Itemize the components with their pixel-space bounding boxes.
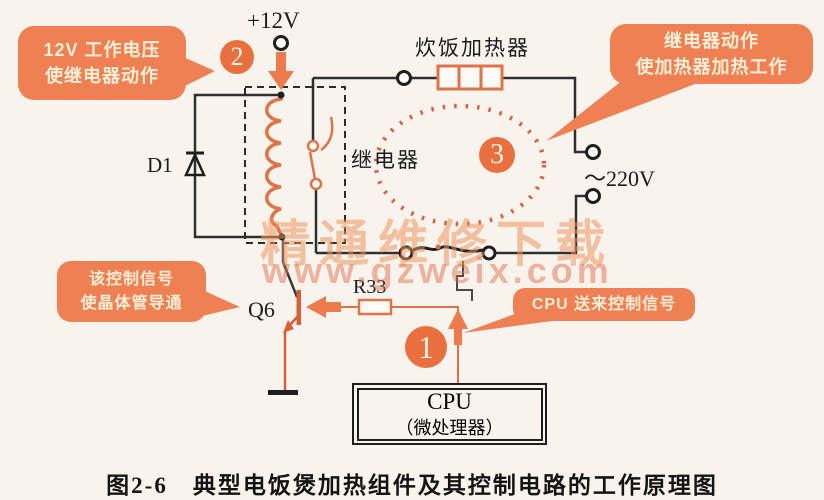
cook-switch-pivot-dot	[435, 244, 441, 250]
switch-actuator-link	[456, 261, 473, 301]
callout-transistor-line1: 该控制信号	[88, 271, 174, 289]
callout-supply-pointer	[181, 56, 215, 88]
callout-supply-line1: 12V 工作电压	[43, 39, 161, 60]
cook-switch-right-contact	[481, 245, 497, 261]
diode-label: D1	[147, 153, 173, 177]
relay-coil-icon	[265, 93, 284, 239]
mains-lower-wire	[495, 194, 586, 255]
transistor-base-bar	[296, 290, 301, 325]
transistor-label: Q6	[248, 297, 275, 322]
figure-caption: 图2-6 典型电饭煲加热组件及其控制电路的工作原理图	[106, 473, 718, 498]
resistor-r33-icon	[357, 298, 393, 316]
callout-transistor-pointer	[198, 288, 240, 317]
transistor-emitter-arrow	[283, 320, 294, 333]
relay-enclosure-dashed-box	[244, 86, 346, 244]
supply-voltage-label: +12V	[247, 8, 300, 33]
transistor-collector-lead	[281, 240, 299, 298]
relay-contact-upper-dot	[306, 139, 320, 153]
callout-supply: 12V 工作电压 使继电器动作	[18, 26, 186, 100]
relay-highlight-dotted-ellipse	[373, 103, 547, 227]
mains-voltage-label: ～220V	[584, 166, 655, 191]
callout-relay-line2: 使加热器加热工作	[635, 57, 788, 77]
ground-icon	[268, 390, 298, 395]
cook-heater-label: 炊饭加热器	[415, 36, 530, 60]
relay-label: 继电器	[351, 148, 420, 172]
watermark-url: www.gzweix.com	[262, 250, 613, 291]
cook-switch-left-contact	[398, 245, 414, 261]
junction-dot	[277, 91, 285, 99]
supply-down-arrow-icon	[268, 52, 294, 90]
junction-dot	[278, 233, 286, 241]
callout-supply-line2: 使继电器动作	[45, 66, 159, 86]
callout-cpu: CPU 送来控制信号	[513, 288, 695, 321]
relay-contact-lower-dot	[309, 177, 323, 191]
heater-terminal-icon	[396, 70, 412, 86]
relay-contact-motion-arc	[320, 116, 334, 152]
step-badge-2: 2	[220, 40, 254, 74]
cpu-title: CPU	[427, 389, 472, 415]
callout-transistor: 该控制信号 使晶体管导通	[57, 261, 206, 322]
heater-element-icon	[436, 64, 504, 91]
mains-terminal-lower-icon	[585, 188, 601, 204]
relay-contact-blade	[308, 151, 317, 180]
callout-transistor-line2: 使晶体管导通	[80, 294, 183, 312]
callout-relay: 继电器动作 使加热器加热工作	[610, 24, 813, 84]
callout-relay-pointer	[546, 68, 695, 141]
cpu-block: CPU （微处理器）	[352, 383, 547, 445]
callout-relay-line1: 继电器动作	[664, 30, 759, 51]
cpu-signal-up-arrow-icon	[448, 309, 468, 345]
cpu-block-inner: CPU （微处理器）	[356, 387, 543, 441]
cpu-signal-wire	[391, 306, 459, 383]
callout-cpu-line1: CPU 送来控制信号	[531, 295, 677, 313]
step-badge-1: 1	[405, 326, 447, 368]
base-signal-arrow-icon	[306, 296, 341, 318]
step-badge-3: 3	[479, 137, 515, 173]
watermark-text: 精通维修下载	[260, 216, 614, 272]
supply-terminal-icon	[273, 35, 289, 51]
cpu-subtitle: （微处理器）	[395, 418, 504, 439]
diode-triangle	[184, 151, 206, 177]
mains-terminal-upper-icon	[585, 144, 601, 160]
mains-upper-wire	[502, 76, 586, 154]
diode-branch-wire	[193, 93, 282, 239]
resistor-label: R33	[353, 276, 387, 298]
